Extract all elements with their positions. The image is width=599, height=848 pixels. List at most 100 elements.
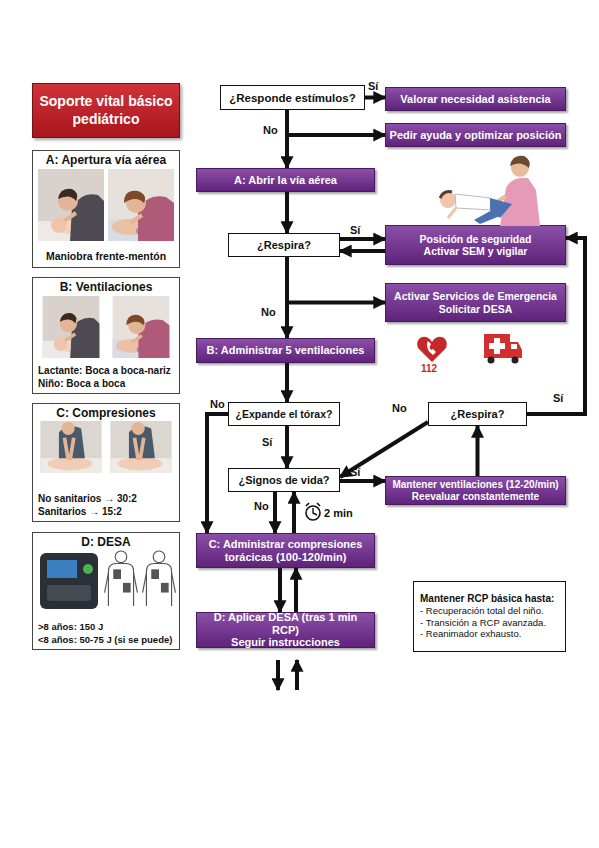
flow-arrow xyxy=(207,414,228,533)
phone-heart-icon xyxy=(417,337,447,362)
flow-arrow xyxy=(340,422,428,477)
clock-icon xyxy=(306,503,320,520)
continuation-arrows xyxy=(278,660,297,690)
edge-label: No xyxy=(210,398,225,410)
flow-arrow xyxy=(285,426,289,468)
process-box: D: Aplicar DESA (tras 1 min RCP)Seguir i… xyxy=(196,612,375,648)
decision-text: ¿Respira? xyxy=(451,408,505,420)
decision-box: ¿Respira? xyxy=(228,233,340,257)
decision-box: ¿Responde estímulos? xyxy=(220,85,365,110)
flow-arrow xyxy=(285,192,289,233)
process-box: Activar Servicios de EmergenciaSolicitar… xyxy=(385,283,566,322)
info-panel: A: Apertura vía aéreaManiobra frente-men… xyxy=(32,150,180,268)
note-item: - Recuperación total del niño. xyxy=(420,605,559,617)
recovery-position-figure-part xyxy=(490,198,512,218)
ambulance-icon-part xyxy=(484,334,510,358)
edge-label: 2 min xyxy=(324,507,353,519)
panel-caption: No sanitarios → 30:2 xyxy=(38,492,174,505)
aed-device-part xyxy=(40,553,98,609)
phone-heart-icon-part xyxy=(427,341,436,355)
continuation-arrows-part xyxy=(295,660,299,690)
edge-label: Sí xyxy=(350,224,360,236)
edge-label: Sí xyxy=(262,436,272,448)
panel-c-photos-part xyxy=(110,421,171,473)
note-item: - Transición a RCP avanzada. xyxy=(420,617,559,629)
clock-icon-part xyxy=(306,503,320,506)
decision-text: ¿Signos de vida? xyxy=(238,474,329,486)
recovery-position-figure-part xyxy=(500,178,540,226)
flow-arrow xyxy=(287,110,385,135)
recovery-position-figure-part xyxy=(440,192,452,198)
decision-box: ¿Signos de vida? xyxy=(228,468,340,492)
edge-label: Sí xyxy=(350,466,360,478)
aed-device-part xyxy=(47,560,77,578)
edge-label: Sí xyxy=(368,80,378,92)
recovery-position-figure-part xyxy=(488,196,506,208)
info-panel: C: Compresiones No sanitarios → 30:2Sanit… xyxy=(32,403,180,522)
panel-heading: D: DESA xyxy=(38,535,174,549)
flow-arrow xyxy=(527,238,585,414)
decision-text: ¿Expande el tórax? xyxy=(236,408,333,420)
info-panel: B: VentilacionesLactante: Boca a boca-na… xyxy=(32,277,180,394)
panel-caption: Maniobra frente-mentón xyxy=(38,250,174,264)
recovery-position-figure xyxy=(440,156,540,226)
ambulance-icon-part xyxy=(510,342,522,358)
step-text: Mantener ventilaciones (12-20/min) xyxy=(392,479,558,491)
pad-diagrams-part xyxy=(105,551,138,606)
flow-arrow xyxy=(285,363,289,402)
recovery-position-figure-part xyxy=(448,208,456,218)
recovery-position-figure-part xyxy=(455,194,492,210)
recovery-position-figure-part xyxy=(440,192,456,208)
recovery-position-figure-part xyxy=(511,159,529,177)
ambulance-icon-part xyxy=(488,357,495,364)
note-item: - Reanimador exhausto. xyxy=(420,628,559,640)
process-box: Posición de seguridadActivar SEM y vigil… xyxy=(385,225,566,265)
step-text: D: Aplicar DESA (tras 1 min RCP) xyxy=(199,611,372,636)
step-text: Pedir ayuda y optimizar posición xyxy=(390,129,562,142)
flow-arrow xyxy=(365,96,385,100)
aed-device xyxy=(40,553,98,609)
ambulance-icon-part xyxy=(489,343,505,349)
step-text: A: Abrir la vía aérea xyxy=(234,174,337,187)
panel-heading: C: Compresiones xyxy=(38,406,174,420)
flow-arrow xyxy=(294,568,298,612)
process-box: C: Administrar compresiones torácicas (1… xyxy=(196,533,375,568)
flow-arrow xyxy=(476,426,480,476)
decision-text: ¿Respira? xyxy=(257,239,311,251)
panel-a-photos-part xyxy=(108,169,174,241)
panel-caption: Sanitarios → 15:2 xyxy=(38,505,174,518)
panel-caption: Niño: Boca a boca xyxy=(38,377,174,390)
phone-number: 112 xyxy=(421,363,437,374)
step-text: Posición de seguridad xyxy=(419,233,531,245)
panel-a-photos xyxy=(38,169,174,241)
pad-diagrams-part xyxy=(143,551,176,606)
clock-icon-part xyxy=(306,506,320,520)
step-text: Seguir instrucciones xyxy=(231,636,340,649)
clock-icon-part xyxy=(313,508,317,515)
aed-device-part xyxy=(47,585,91,601)
recovery-position-figure-part xyxy=(474,210,500,224)
flow-arrow xyxy=(278,568,282,612)
flow-arrow xyxy=(340,479,385,483)
process-box: Pedir ayuda y optimizar posición xyxy=(385,123,566,147)
flow-arrow xyxy=(285,110,289,168)
note-heading: Mantener RCP básica hasta: xyxy=(420,593,559,604)
flow-arrow xyxy=(340,249,385,253)
ambulance-icon-part xyxy=(511,344,517,349)
step-text: Solicitar DESA xyxy=(439,303,513,315)
ambulance-icon-part xyxy=(494,338,500,354)
edge-label: No xyxy=(254,500,269,512)
panel-caption: <8 años: 50-75 J (si se puede) xyxy=(38,634,174,646)
info-panel: D: DESA>8 años: 150 J<8 años: 50-75 J (s… xyxy=(32,532,180,650)
decision-text: ¿Responde estímulos? xyxy=(229,92,356,104)
panel-heading: A: Apertura vía aérea xyxy=(38,153,174,167)
edge-label: No xyxy=(263,124,278,136)
step-text: Activar SEM y vigilar xyxy=(424,245,528,257)
step-text: Reevaluar constantemente xyxy=(412,491,539,503)
step-text: C: Administrar compresiones torácicas (1… xyxy=(199,538,372,563)
panel-b-photos-part xyxy=(43,296,100,358)
decision-box: ¿Respira? xyxy=(428,402,527,426)
step-text: B: Administrar 5 ventilaciones xyxy=(207,344,365,357)
flow-arrow xyxy=(273,492,277,533)
